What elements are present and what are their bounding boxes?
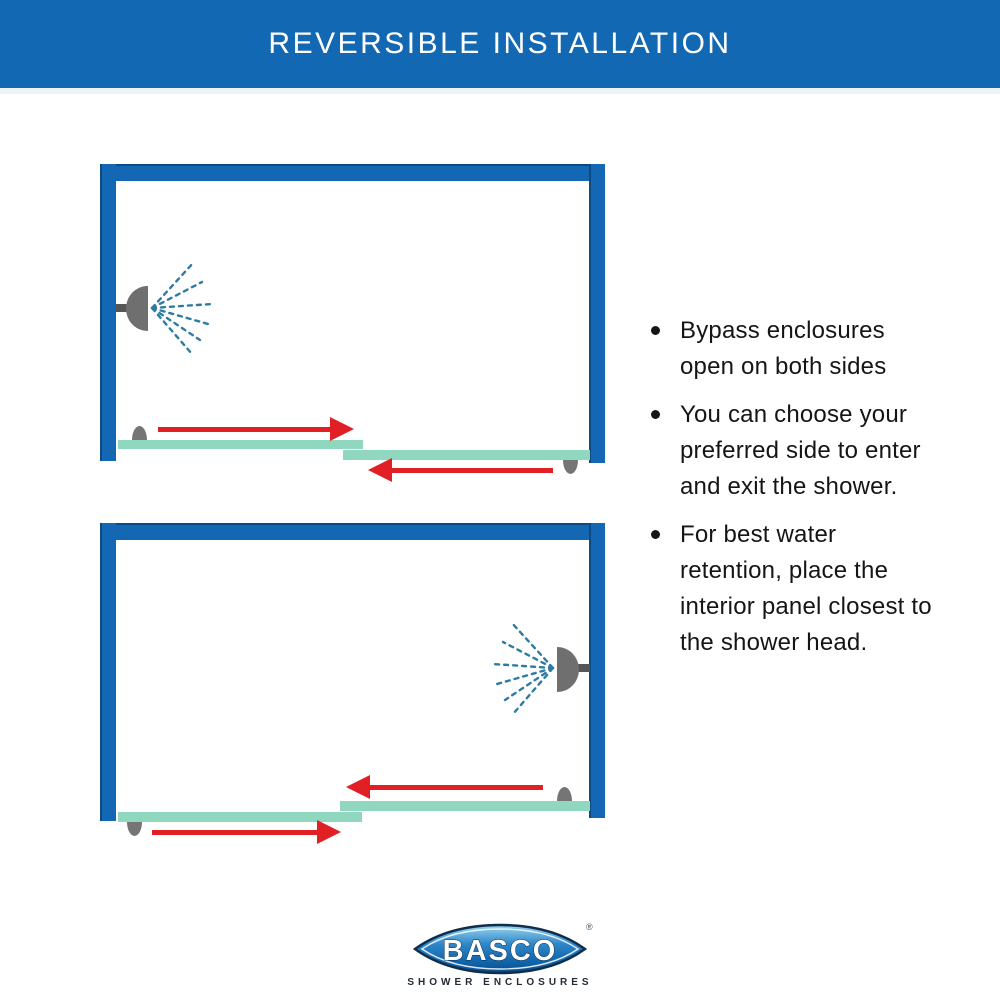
bullet-item: Bypass enclosures open on both sides <box>651 313 951 385</box>
frame-top-bar <box>100 523 605 540</box>
bullet-line: retention, place the <box>680 557 889 584</box>
slide-arrow-right-head <box>317 820 341 844</box>
slide-arrow-right <box>152 830 317 835</box>
logo-emblem: BASCO <box>412 923 588 975</box>
bullet-dot-icon <box>651 326 660 335</box>
frame-left-wall <box>100 164 116 461</box>
door-handle-icon <box>127 822 142 836</box>
bullet-dot-icon <box>651 530 660 539</box>
shower-head-icon <box>557 647 579 692</box>
title-banner: REVERSIBLE INSTALLATION <box>0 0 1000 94</box>
bullet-line: the shower head. <box>680 629 868 656</box>
door-handle-icon <box>563 460 578 474</box>
door-panel-exterior <box>118 812 362 822</box>
bullet-line: preferred side to enter <box>680 437 921 464</box>
frame-left-wall <box>100 523 116 821</box>
spray-icon <box>491 620 555 716</box>
slide-arrow-left <box>368 785 543 790</box>
shower-diagram-head-left <box>100 164 605 482</box>
page-title: REVERSIBLE INSTALLATION <box>268 27 732 60</box>
slide-arrow-right-head <box>330 417 354 441</box>
basco-logo: BASCO ® SHOWER ENCLOSURES <box>400 920 600 998</box>
feature-bullet-list: Bypass enclosures open on both sides You… <box>651 313 951 673</box>
logo-brand-text: BASCO <box>443 935 558 967</box>
bullet-text: You can choose your preferred side to en… <box>680 397 921 505</box>
bullet-line: Bypass enclosures <box>680 317 885 344</box>
bullet-dot-icon <box>651 410 660 419</box>
door-handle-icon <box>132 426 147 440</box>
bullet-text: Bypass enclosures open on both sides <box>680 313 886 385</box>
slide-arrow-right <box>158 427 330 432</box>
slide-arrow-left <box>390 468 553 473</box>
bullet-line: open on both sides <box>680 353 887 380</box>
logo-registered-mark: ® <box>586 922 593 932</box>
shower-arm <box>116 304 132 312</box>
shower-arm <box>574 664 590 672</box>
shower-head-icon <box>126 286 148 331</box>
spray-icon <box>150 260 214 356</box>
bullet-line: interior panel closest to <box>680 593 932 620</box>
shower-diagram-head-right <box>100 523 605 844</box>
frame-top-bar <box>100 164 605 181</box>
slide-arrow-left-head <box>368 458 392 482</box>
logo-tagline: SHOWER ENCLOSURES <box>407 977 593 988</box>
slide-arrow-left-head <box>346 775 370 799</box>
door-panel-interior <box>340 801 590 811</box>
bullet-line: and exit the shower. <box>680 473 898 500</box>
bullet-line: For best water <box>680 521 837 548</box>
bullet-item: You can choose your preferred side to en… <box>651 397 951 505</box>
bullet-item: For best water retention, place the inte… <box>651 517 951 661</box>
frame-right-wall <box>589 164 605 463</box>
bullet-line: You can choose your <box>680 401 908 428</box>
bullet-text: For best water retention, place the inte… <box>680 517 932 661</box>
door-panel-interior <box>118 440 363 449</box>
frame-right-wall <box>589 523 605 818</box>
door-panel-exterior <box>343 450 590 460</box>
door-handle-icon <box>557 787 572 801</box>
